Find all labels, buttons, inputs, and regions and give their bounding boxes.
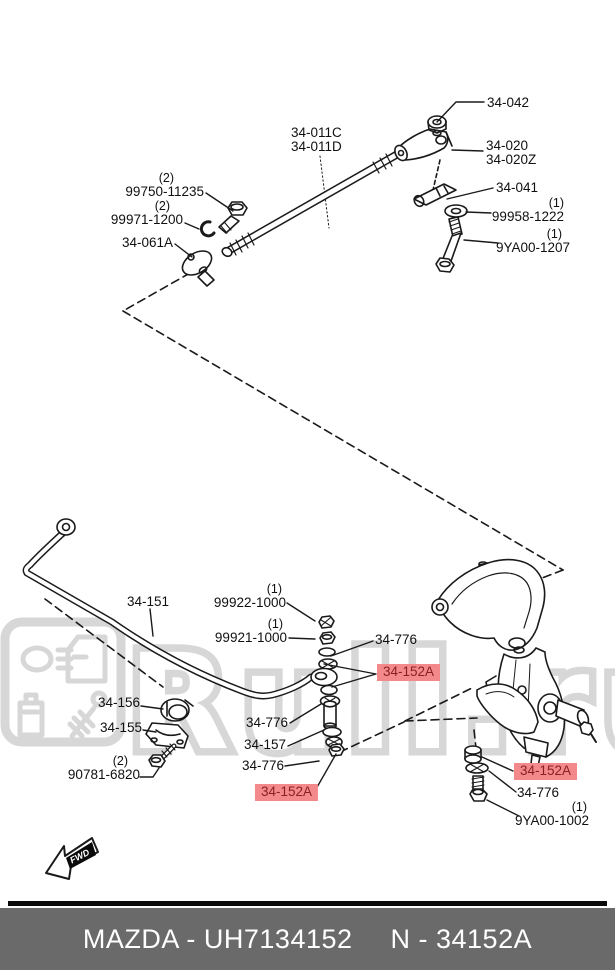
oil-can-icon <box>17 692 45 738</box>
bracket-34-155 <box>145 722 189 749</box>
drag-link-end-fitting <box>394 128 453 162</box>
stabilizer-link-stack <box>310 615 345 757</box>
bolt-99750 <box>218 201 248 234</box>
door-icon <box>65 634 108 684</box>
leader-lines <box>139 101 520 817</box>
dashed-link-line <box>432 159 441 191</box>
washer-99958 <box>444 204 468 218</box>
bracket-34-061A <box>181 250 215 287</box>
bolt-9YA00-1207 <box>435 216 463 273</box>
watermark-logo <box>0 617 126 747</box>
lower-link-fasteners <box>464 745 489 802</box>
footer-catalog-code: MAZDA - UH7134152 <box>82 923 353 954</box>
footer-divider-line <box>8 901 607 906</box>
bushing-34-156 <box>160 698 194 722</box>
fwd-arrow: FWD <box>45 837 99 880</box>
knuckle-assembly <box>431 558 597 767</box>
stabilizer-bar <box>22 518 315 700</box>
shock-absorber-icon <box>67 690 108 739</box>
clip-99971 <box>199 220 216 238</box>
link-34-041 <box>413 183 457 208</box>
bolt-90781 <box>148 743 177 768</box>
watermark-logo-frame <box>0 617 126 747</box>
drag-link-rod <box>221 151 400 258</box>
footer-bar: MAZDA - UH7134152 N - 34152A <box>0 908 615 970</box>
footer-part-number: N - 34152A <box>390 923 533 954</box>
